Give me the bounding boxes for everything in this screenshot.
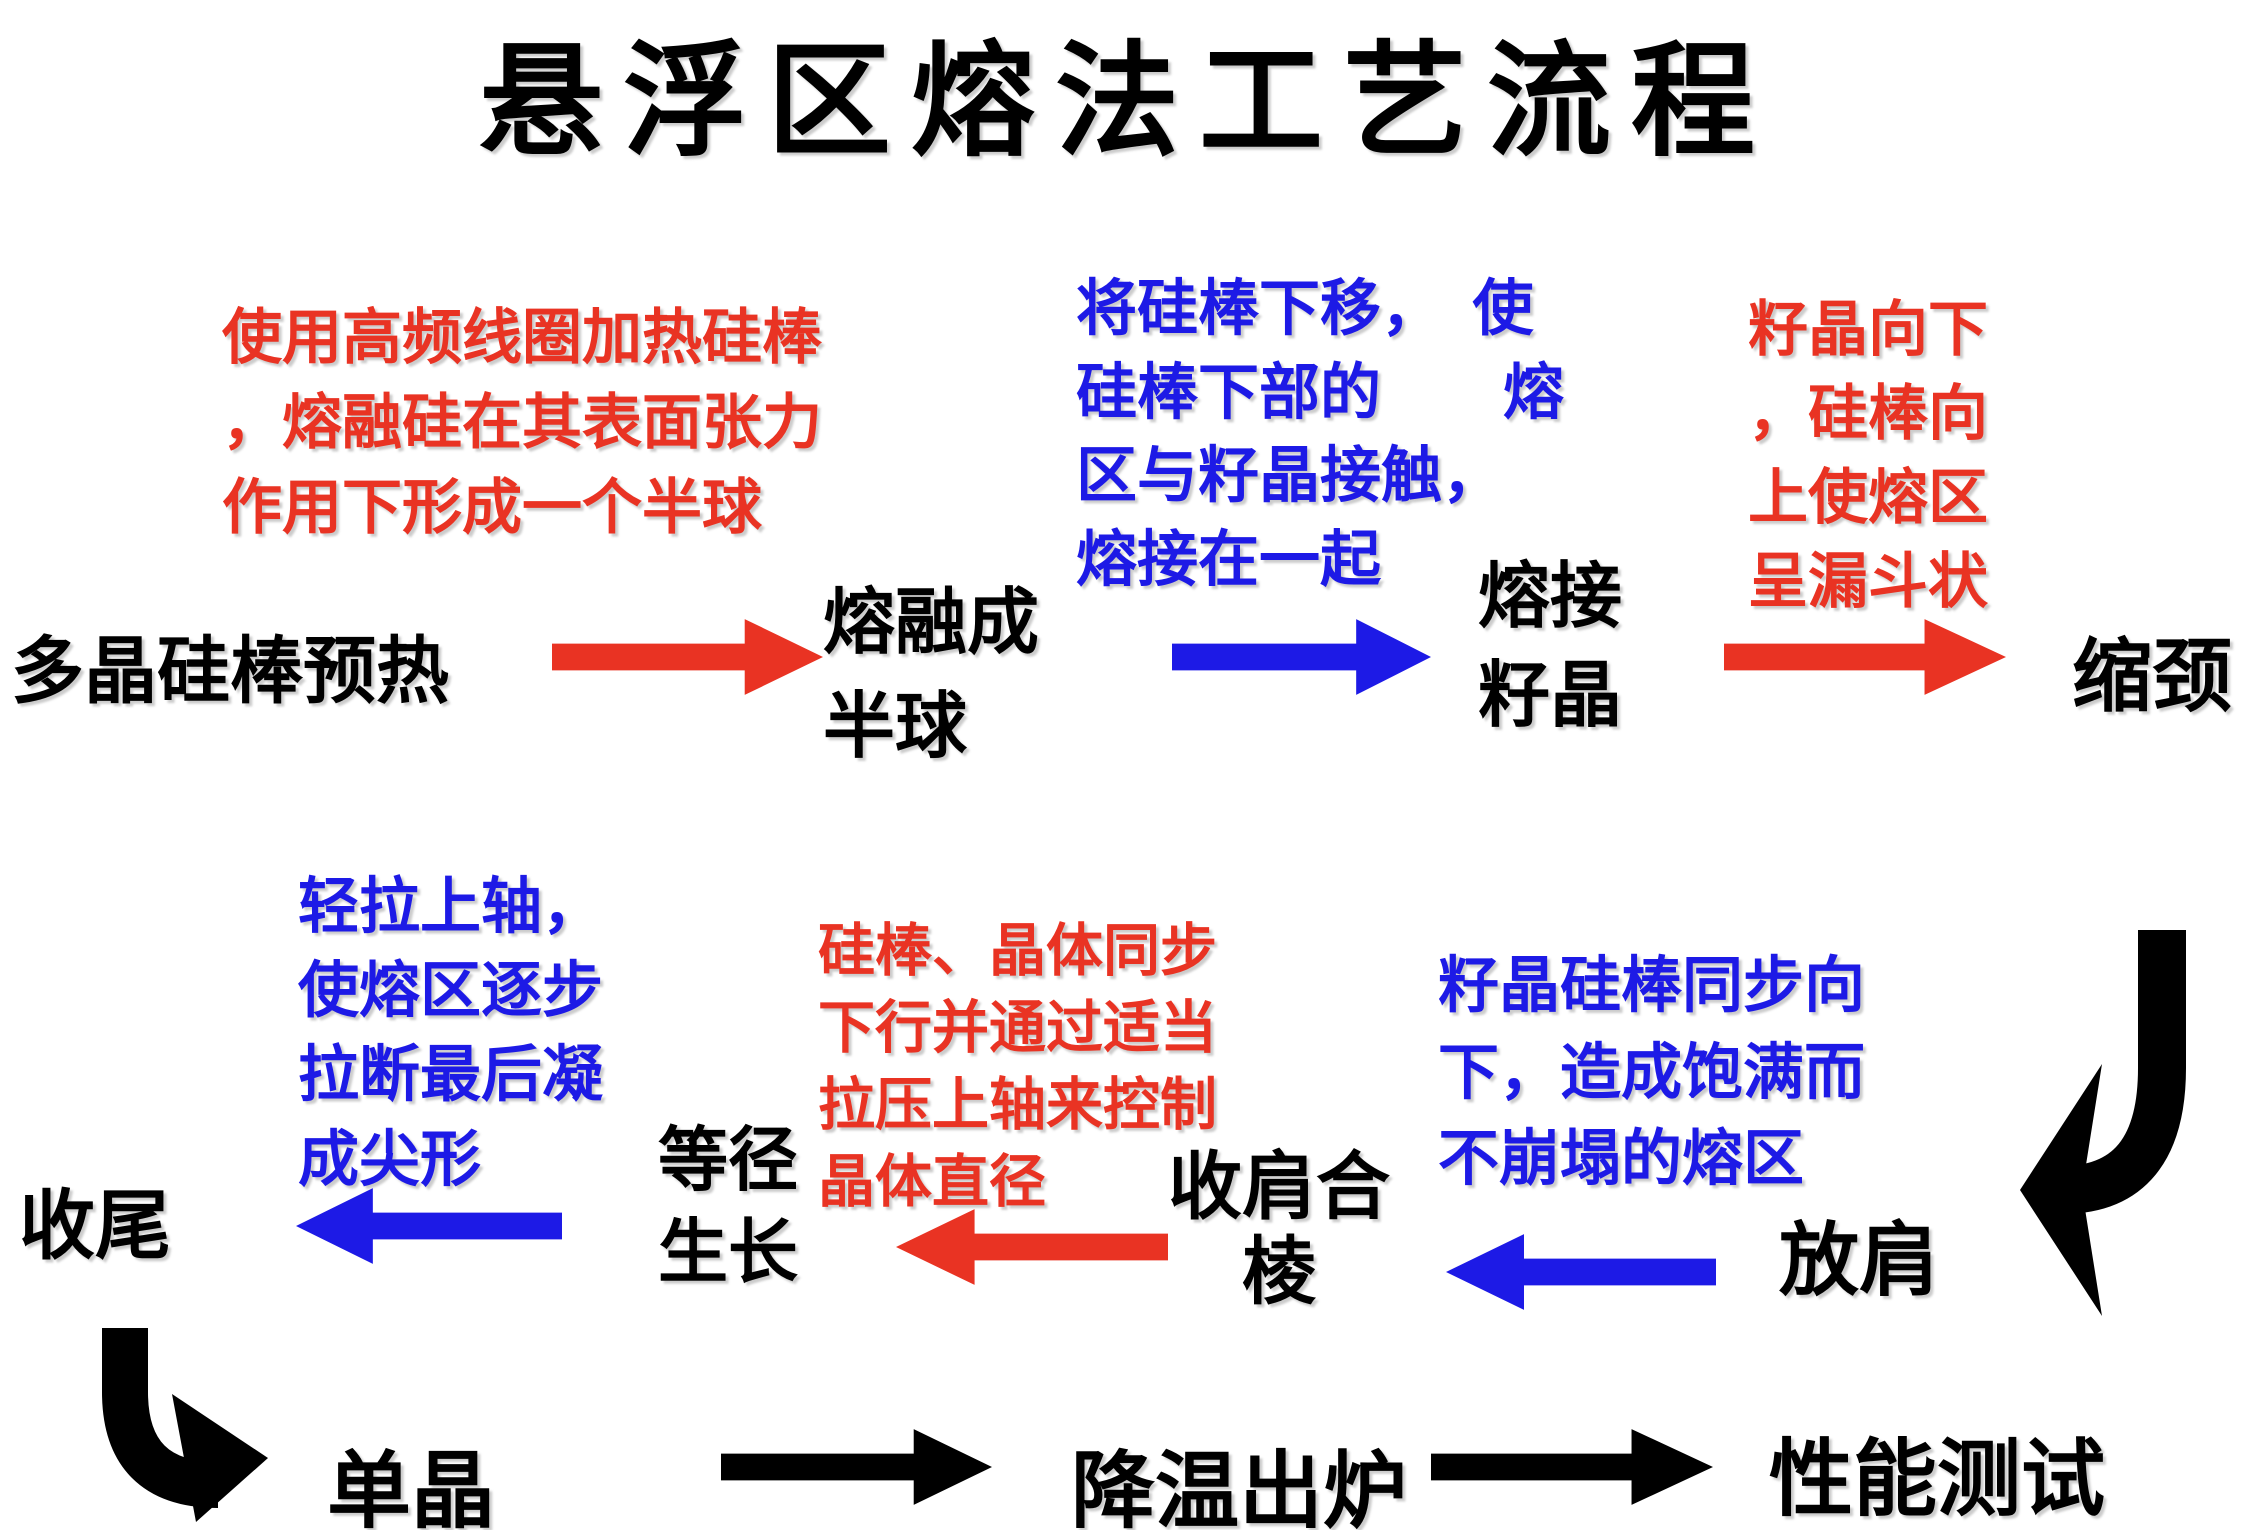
node-shoulder-closing: 收肩合 棱 [1168,1147,1390,1315]
arrow-right-red-icon [1724,619,2006,695]
node-polysilicon-preheat: 多晶硅棒预热 [11,631,449,712]
curved-arrow-down-right-icon [102,1328,268,1522]
annotation-attach-seed: 将硅棒下移， 使 硅棒下部的 熔 区与籽晶接触， 熔接在一起 [1076,276,1565,594]
annotation-diameter-control: 硅棒、晶体同步 下行并通过适当 拉压上轴来控制 晶体直径 [818,920,1217,1214]
node-single-crystal: 单晶 [327,1446,496,1530]
annotation-shoulder-down: 籽晶硅棒同步向 下，造成饱满而 不崩塌的熔区 [1438,953,1866,1194]
node-tail-off: 收尾 [19,1185,171,1269]
node-necking: 缩颈 [2072,634,2232,722]
node-constant-diameter-growth: 等径 生长 [658,1123,798,1293]
page-title: 悬浮区熔法工艺流程 [478,34,1775,171]
arrow-left-blue-icon [296,1188,562,1264]
node-performance-testing: 性能测试 [1769,1434,2106,1527]
arrow-left-blue-icon [1446,1234,1716,1310]
annotation-tail-off: 轻拉上轴， 使熔区逐步 拉断最后凝 成尖形 [298,874,604,1194]
annotation-funnel-shape: 籽晶向下 ，硅棒向 上使熔区 呈漏斗状 [1748,297,1988,615]
arrow-left-red-icon [896,1209,1168,1285]
arrow-right-blue-icon [1172,619,1431,695]
arrow-right-red-icon [552,619,823,695]
node-cooling-out-furnace: 降温出炉 [1071,1446,1408,1530]
node-melt-hemisphere: 熔融成 半球 [823,583,1040,767]
node-shoulder-expanding: 放肩 [1779,1218,1939,1306]
node-weld-seed: 熔接 籽晶 [1478,557,1623,737]
annotation-preheat: 使用高频线圈加热硅棒 ，熔融硅在其表面张力 作用下形成一个半球 [222,305,822,542]
arrow-right-black-icon [721,1429,992,1505]
curved-arrow-down-left-icon [2020,930,2186,1316]
arrow-right-black-icon [1431,1429,1713,1505]
